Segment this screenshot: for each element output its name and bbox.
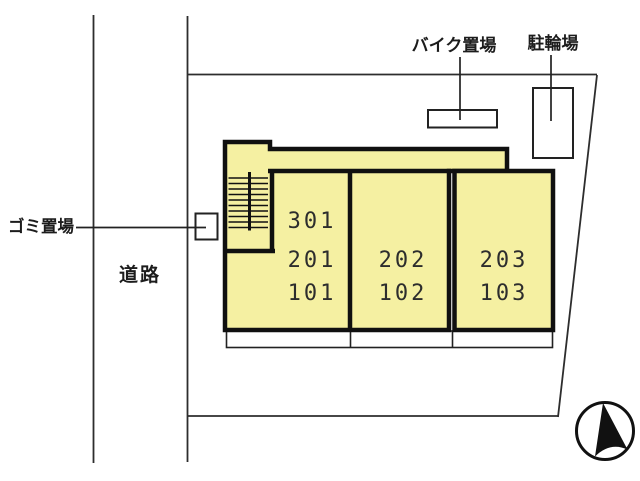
room-number-203: 203	[479, 248, 529, 273]
stairs-icon	[228, 172, 268, 231]
road-label: 道路	[118, 265, 161, 286]
room-number-102: 102	[378, 281, 428, 306]
room-number-301: 301	[287, 209, 337, 234]
balcony-strip	[225, 330, 554, 349]
site-structures	[194, 87, 574, 241]
boundary-lines	[92, 15, 598, 463]
interior-walls	[224, 168, 451, 330]
room-number-103: 103	[479, 281, 529, 306]
bike-parking-box	[427, 109, 498, 129]
north-arrow-icon	[575, 401, 635, 461]
room-number-201: 201	[287, 248, 337, 273]
site-boundary-right-slant-line	[557, 74, 598, 418]
bike-parking-label: バイク置場	[411, 36, 497, 55]
compass-needle	[595, 403, 628, 457]
bicycle-parking-label: 駐輪場	[527, 34, 579, 53]
garbage-area-label: ゴミ置場	[8, 218, 74, 236]
balcony-outline	[225, 330, 554, 349]
bicycle-parking-box	[532, 87, 574, 159]
building-right-block	[452, 168, 556, 333]
room-number-101: 101	[287, 281, 337, 306]
leader-lines	[76, 55, 552, 229]
room-number-202: 202	[378, 248, 428, 273]
garbage-box	[194, 212, 219, 241]
